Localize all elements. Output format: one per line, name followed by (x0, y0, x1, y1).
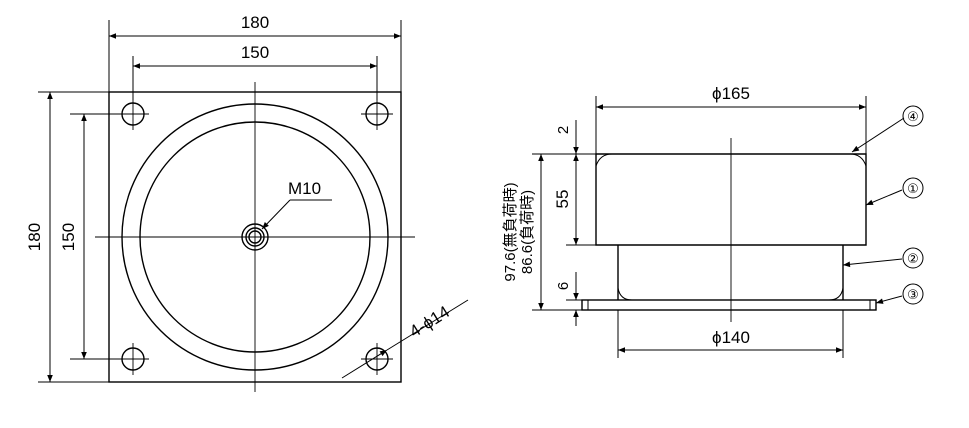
holes-label: 4-ϕ14 (406, 302, 453, 341)
dim-label-phi165: ϕ165 (712, 84, 750, 103)
dim-label-height-180: 180 (25, 223, 44, 251)
dimension-vertical-stack: 2 55 6 97.6(無負荷時) 86.6(負荷時) (502, 120, 596, 326)
holes-leader: 4-ϕ14 (341, 299, 469, 379)
thread-label: M10 (288, 179, 321, 198)
dimension-width-180: 180 (108, 13, 402, 92)
dim-label-55: 55 (553, 190, 572, 209)
base-plate (581, 299, 877, 311)
callout-label-2: ② (907, 252, 919, 267)
mounting-hole-top-right (361, 98, 393, 130)
dimension-phi165: ϕ165 (595, 84, 867, 154)
dimension-phi140: ϕ140 (617, 310, 844, 358)
lower-body-fillets (617, 287, 844, 301)
dim-label-6: 6 (555, 282, 572, 290)
dim-label-width-150: 150 (241, 43, 269, 62)
dim-label-gap-2: 2 (555, 126, 572, 134)
callout-4: ④ (851, 105, 924, 153)
lower-body (617, 245, 844, 300)
dim-label-height-loaded: 86.6(負荷時) (519, 190, 536, 274)
m10-leader: M10 (261, 179, 332, 230)
mounting-hole-bottom-right (361, 343, 393, 375)
upper-body (595, 153, 867, 246)
callout-label-4: ④ (907, 110, 919, 125)
callout-label-1: ① (907, 182, 919, 197)
callout-label-3: ③ (907, 288, 919, 303)
center-bolt-m10 (241, 223, 269, 251)
dimension-height-180: 180 (25, 91, 109, 383)
side-view: ϕ165 ϕ140 2 55 6 97 (502, 84, 924, 358)
callout-2: ② (842, 247, 924, 269)
callout-1: ① (865, 177, 924, 206)
dim-label-height-unloaded: 97.6(無負荷時) (502, 182, 519, 281)
top-view: 180 150 180 150 M10 (25, 13, 469, 392)
upper-body-fillets (595, 153, 867, 167)
dim-label-phi140: ϕ140 (712, 328, 750, 347)
dim-label-height-150: 150 (59, 223, 78, 251)
dim-label-width-180: 180 (241, 13, 269, 32)
callout-3: ③ (875, 283, 924, 305)
dimension-width-150: 150 (132, 43, 378, 100)
dimension-height-150: 150 (59, 113, 125, 360)
